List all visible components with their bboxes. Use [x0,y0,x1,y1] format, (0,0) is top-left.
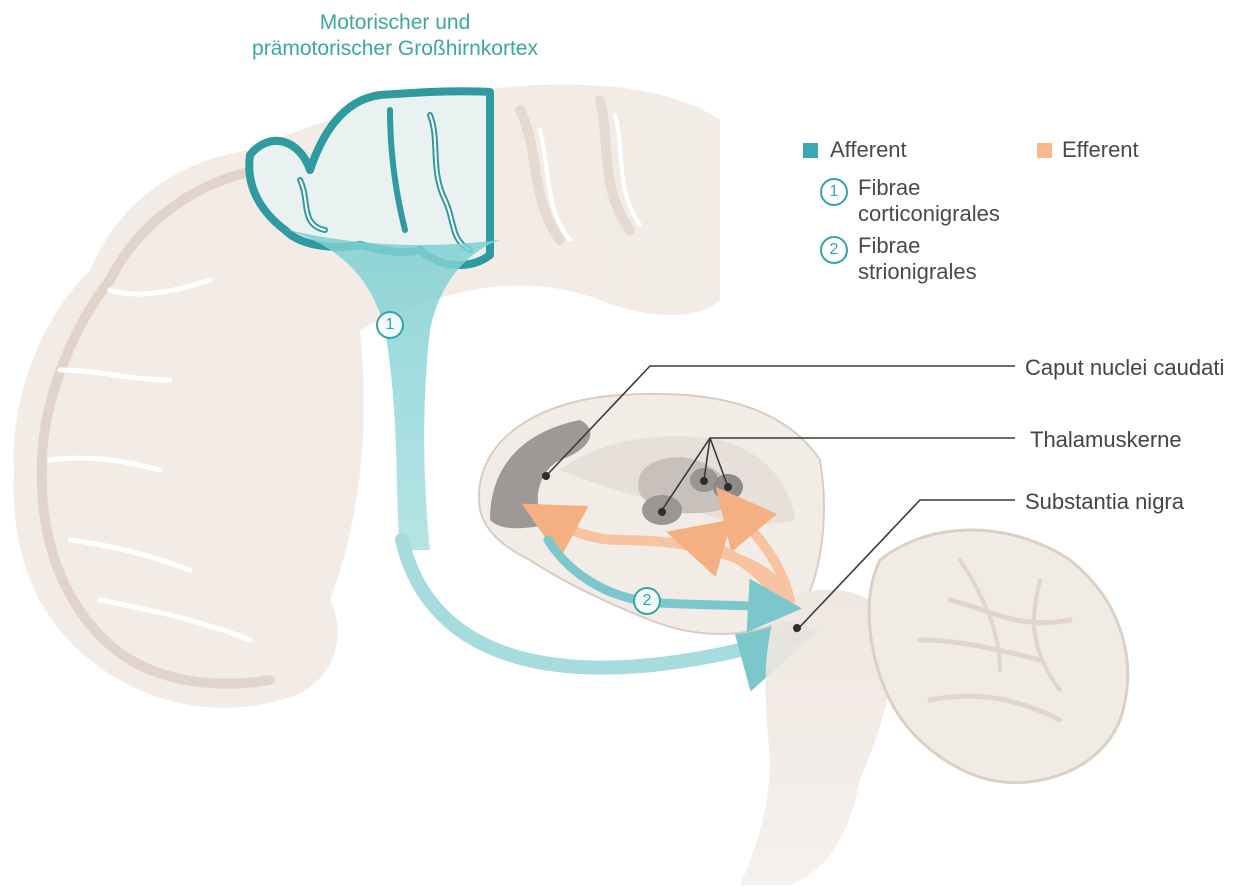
legend-pathway-2-line2: strionigrales [858,259,977,284]
cerebral-hemisphere [13,84,720,708]
diagram-title: Motorischer und prämotorischer Großhirnk… [200,10,590,62]
label-thalamuskerne: Thalamuskerne [1030,427,1182,452]
title-line-1: Motorischer und [319,11,471,34]
motor-cortex-gyri [245,87,494,269]
leader-dots [542,472,801,632]
cerebellum [867,528,1130,784]
leader-lines [545,365,1015,633]
legend-pathway-2-line1: Fibrae [858,233,921,258]
afferent-label: Afferent [830,137,907,162]
strionigral-marker: 2 [633,587,661,615]
legend-pathway-1-line1: Fibrae [858,175,921,200]
legend-number-1: 1 [820,178,848,206]
legend-number-2: 2 [820,236,848,264]
title-line-2: prämotorischer Großhirnkortex [252,37,538,60]
label-caput-nuclei-caudati: Caput nuclei caudati [1025,355,1225,380]
label-substantia-nigra: Substantia nigra [1025,489,1184,514]
brainstem [740,589,893,885]
corticonigral-fibers [270,225,821,692]
efferent-label: Efferent [1062,137,1139,162]
corticonigral-marker: 1 [376,311,404,339]
legend-pathway-1-line2: corticonigrales [858,201,1000,226]
efferent-swatch [1037,143,1052,158]
afferent-swatch [803,143,818,158]
